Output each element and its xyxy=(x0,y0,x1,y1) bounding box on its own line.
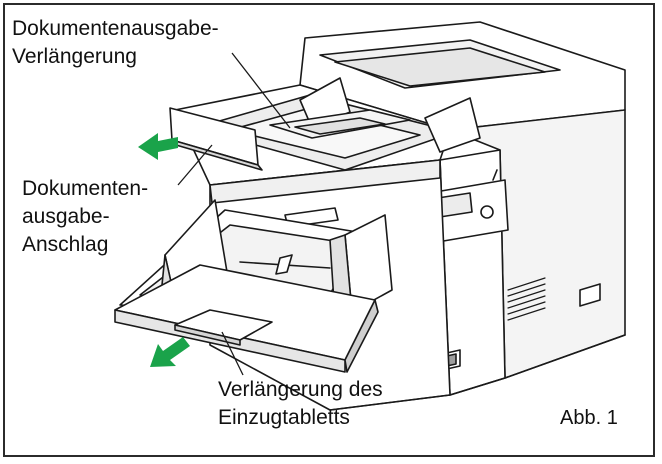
leader-output-stop xyxy=(177,144,213,186)
label-feed-extension-line-1: Verlängerung des xyxy=(218,378,383,401)
leader-feed-extension xyxy=(221,331,244,376)
label-output-extension: Dokumentenausgabe- Verlängerung xyxy=(12,15,219,71)
power-button-icon xyxy=(480,205,494,219)
label-output-stop-line-3: Anschlag xyxy=(22,233,109,256)
label-output-stop-line-1: Dokumenten- xyxy=(22,177,149,200)
arrow-left-green-icon xyxy=(138,133,178,160)
vent-grille-icon xyxy=(507,277,546,321)
paper-chute xyxy=(209,159,441,204)
label-output-stop: Dokumenten- ausgabe- Anschlag xyxy=(22,175,148,259)
label-feed-tray-extension: Verlängerung des Einzugtabletts xyxy=(218,376,383,432)
label-output-extension-line-2: Verlängerung xyxy=(12,45,137,68)
leader-output-extension xyxy=(231,52,291,129)
arrow-down-left-green-icon xyxy=(150,337,190,367)
label-output-stop-line-2: ausgabe- xyxy=(22,205,110,228)
figure-number: Abb. 1 xyxy=(560,407,618,429)
label-output-extension-line-1: Dokumentenausgabe- xyxy=(12,17,219,40)
label-feed-extension-line-2: Einzugtabletts xyxy=(218,406,350,429)
